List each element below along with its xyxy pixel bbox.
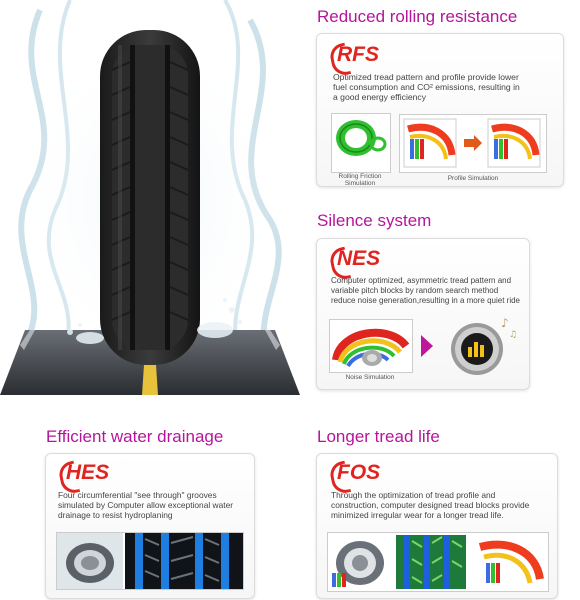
rfs-badge: RFS bbox=[327, 42, 379, 78]
hes-heading: Efficient water drainage bbox=[46, 427, 224, 446]
tire-hero-image bbox=[0, 0, 300, 400]
nes-heading: Silence system bbox=[317, 211, 432, 230]
fos-desc-line: Through the optimization of tread profil… bbox=[331, 490, 496, 500]
green-tire-icon bbox=[336, 120, 387, 156]
hes-badge: HES bbox=[56, 460, 110, 496]
fos-card: FOS Through the optimization of tread pr… bbox=[316, 453, 558, 599]
water-drainage-illustration bbox=[57, 533, 243, 589]
fos-badge: FOS bbox=[327, 460, 381, 496]
rfs-desc-line: Optimized tread pattern and profile prov… bbox=[333, 72, 519, 82]
fos-desc-line: minimized irregular wear for a longer tr… bbox=[331, 510, 504, 520]
arrow-right-icon bbox=[421, 335, 433, 357]
rfs-heading: Reduced rolling resistance bbox=[317, 7, 518, 26]
noise-simulation-image bbox=[329, 319, 413, 373]
rolling-friction-simulation-image bbox=[331, 113, 391, 173]
fos-desc-line: construction, computer designed tread bl… bbox=[331, 500, 530, 510]
fos-badge-text: FOS bbox=[337, 461, 381, 484]
rfs-caption-2: Profile Simulation bbox=[447, 175, 499, 182]
rfs-desc-line: a good energy efficiency bbox=[333, 92, 427, 102]
water-drainage-image bbox=[56, 532, 244, 590]
rfs-card: RFS Optimized tread pattern and profile … bbox=[316, 33, 564, 187]
nes-badge: NES bbox=[327, 246, 381, 282]
tire-illustration bbox=[0, 0, 300, 395]
profile-simulation-image bbox=[399, 114, 547, 173]
nes-desc-line: Computer optimized, asymmetric tread pat… bbox=[331, 276, 512, 285]
rfs-desc-line: fuel consumption and CO² emissions, resu… bbox=[333, 82, 520, 92]
hes-desc-line: drainage to resist hydroplaning bbox=[58, 510, 173, 520]
hes-card: HES Four circumferential "see through" g… bbox=[45, 453, 255, 599]
nes-card: NES Computer optimized, asymmetric tread… bbox=[316, 238, 530, 390]
noise-simulation-chart bbox=[332, 328, 410, 368]
quiet-ride-gear-icon: ♪ ♫ bbox=[451, 316, 517, 375]
hes-description: Four circumferential "see through" groov… bbox=[58, 490, 252, 520]
svg-text:♪: ♪ bbox=[501, 316, 509, 330]
nes-caption-1: Noise Simulation bbox=[345, 374, 395, 381]
tread-wear-simulation-image bbox=[327, 532, 549, 592]
tread-wear-illustration bbox=[332, 535, 544, 589]
fos-description: Through the optimization of tread profil… bbox=[331, 490, 555, 520]
rfs-badge-text: RFS bbox=[337, 43, 379, 66]
hes-desc-line: simulated by Computer allow exceptional … bbox=[58, 500, 234, 510]
nes-desc-line: reduce noise generation,resulting in a m… bbox=[331, 296, 521, 305]
rfs-caption-1: Rolling Friction Simulation bbox=[338, 173, 382, 187]
profile-simulation-chart bbox=[403, 118, 541, 168]
nes-description: Computer optimized, asymmetric tread pat… bbox=[331, 276, 527, 306]
rfs-description: Optimized tread pattern and profile prov… bbox=[333, 72, 555, 102]
hes-badge-text: HES bbox=[66, 461, 110, 484]
hes-desc-line: Four circumferential "see through" groov… bbox=[58, 490, 217, 500]
fos-heading: Longer tread life bbox=[317, 427, 440, 446]
nes-badge-text: NES bbox=[337, 247, 381, 270]
nes-desc-line: variable pitch blocks by random search m… bbox=[331, 286, 499, 295]
svg-text:♫: ♫ bbox=[509, 330, 517, 340]
